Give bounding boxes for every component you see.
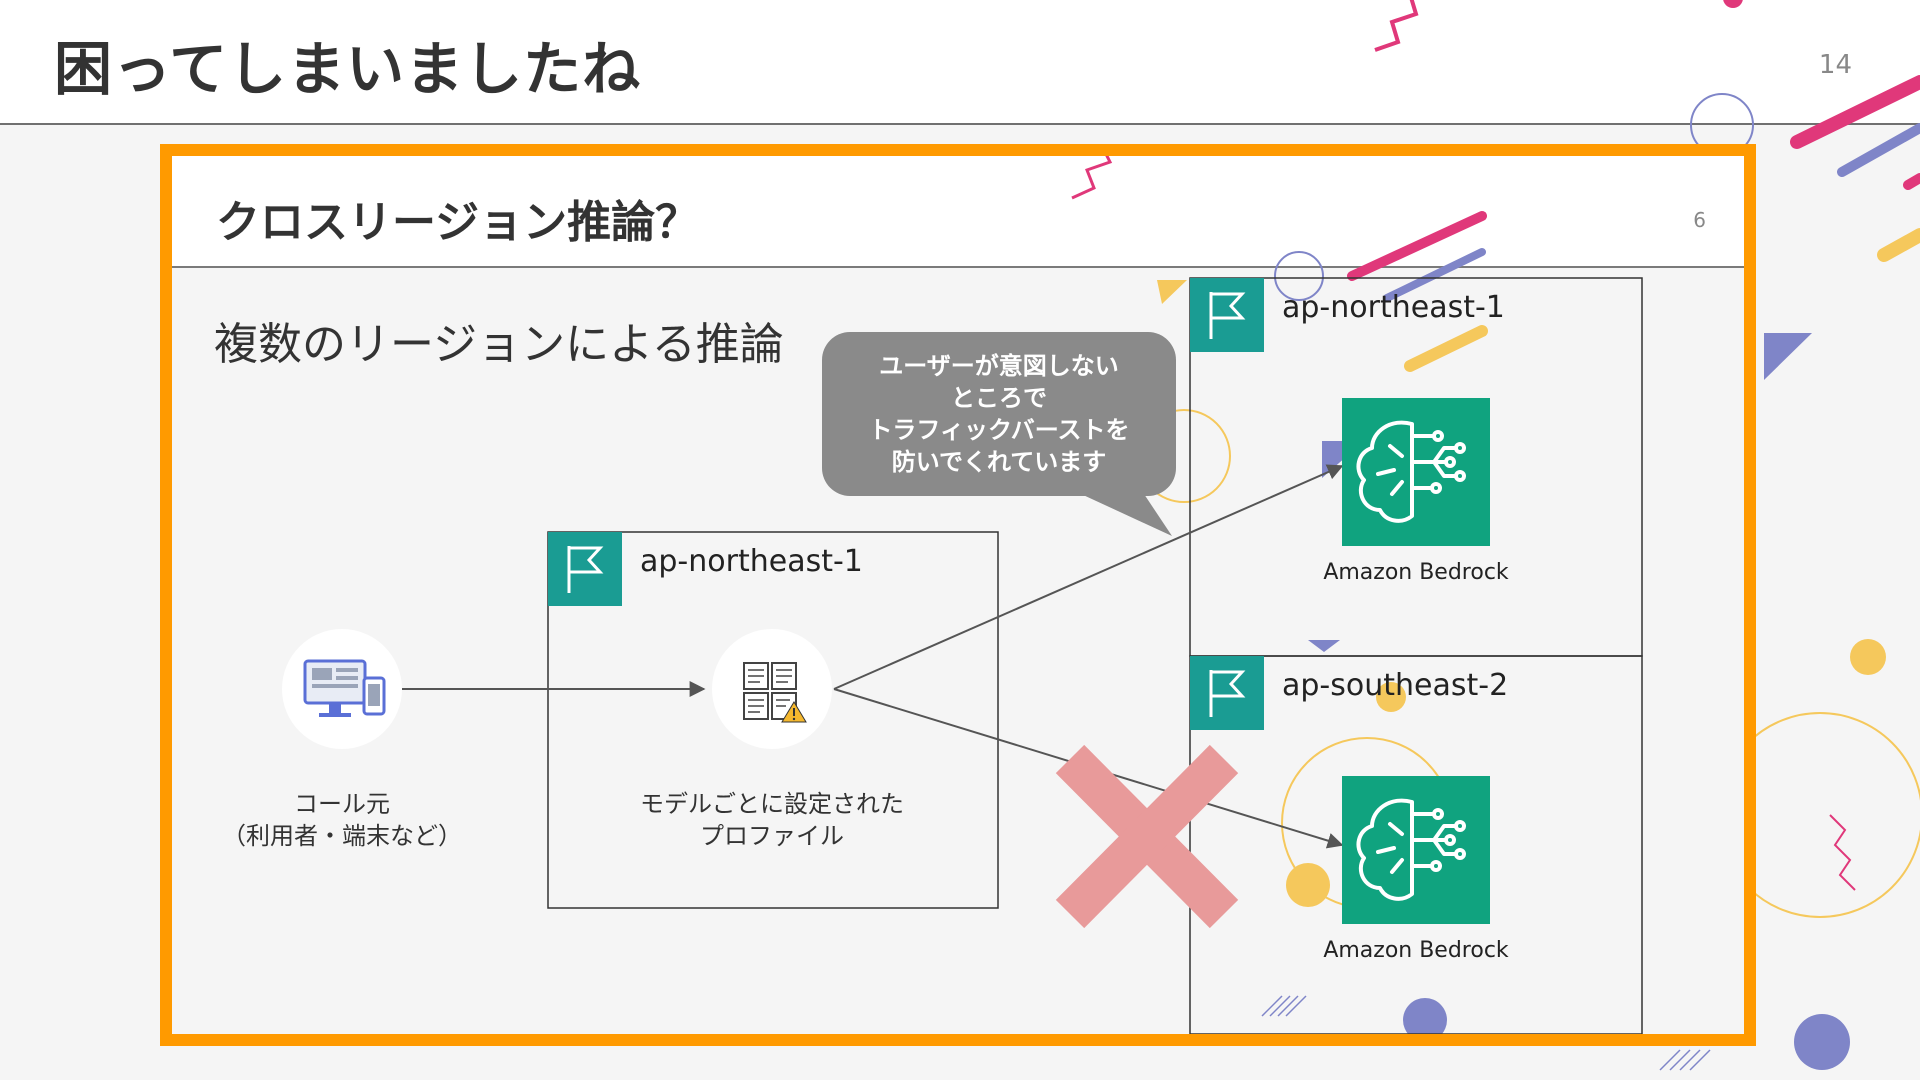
target-region-label: ap-northeast-1: [1282, 290, 1505, 325]
slide-page-number: 14: [1818, 50, 1852, 80]
embedded-slide: クロスリージョン推論？ 6 複数のリージョンによる推論: [160, 144, 1756, 1046]
target-region-box-2: [1189, 655, 1643, 1034]
callout-line: トラフィックバーストを: [868, 416, 1130, 444]
inference-profile-icon: [712, 629, 832, 749]
target-region-label: ap-southeast-2: [1282, 668, 1509, 703]
callout-bubble: ユーザーが意図しない ところで トラフィックバーストを 防いでくれています: [822, 332, 1176, 496]
flag-icon: [548, 532, 622, 606]
service-label: Amazon Bedrock: [1323, 560, 1509, 585]
cross-mark-icon: [1055, 744, 1239, 929]
source-region-label: ap-northeast-1: [640, 544, 863, 579]
flag-icon: [1190, 278, 1264, 352]
embedded-slide-title: クロスリージョン推論？: [216, 197, 700, 248]
caller-caption: コール元 （利用者・端末など）: [192, 788, 492, 852]
profile-caption: モデルごとに設定された プロファイル: [602, 788, 942, 852]
desktop-mobile-icon: [282, 629, 402, 749]
flag-icon: [1190, 656, 1264, 730]
callout-line: ところで: [951, 384, 1047, 412]
profile-caption-line: モデルごとに設定された: [640, 790, 904, 818]
callout-line: 防いでくれています: [891, 448, 1107, 476]
embedded-slide-page-number: 6: [1693, 208, 1706, 232]
architecture-diagram: [282, 277, 1643, 1034]
amazon-bedrock-icon: [1342, 398, 1490, 546]
source-region-box: [547, 531, 999, 909]
diagram-subtitle: 複数のリージョンによる推論: [214, 319, 784, 370]
slide-header: 困ってしまいましたね 14: [0, 0, 1920, 125]
slide-title: 困ってしまいましたね: [54, 35, 642, 103]
callout-line: ユーザーが意図しない: [879, 352, 1119, 380]
profile-caption-line: プロファイル: [700, 822, 844, 850]
caller-caption-line: コール元: [294, 790, 390, 818]
amazon-bedrock-icon: [1342, 776, 1490, 924]
service-label: Amazon Bedrock: [1323, 938, 1509, 963]
caller-caption-line: （利用者・端末など）: [222, 822, 462, 850]
